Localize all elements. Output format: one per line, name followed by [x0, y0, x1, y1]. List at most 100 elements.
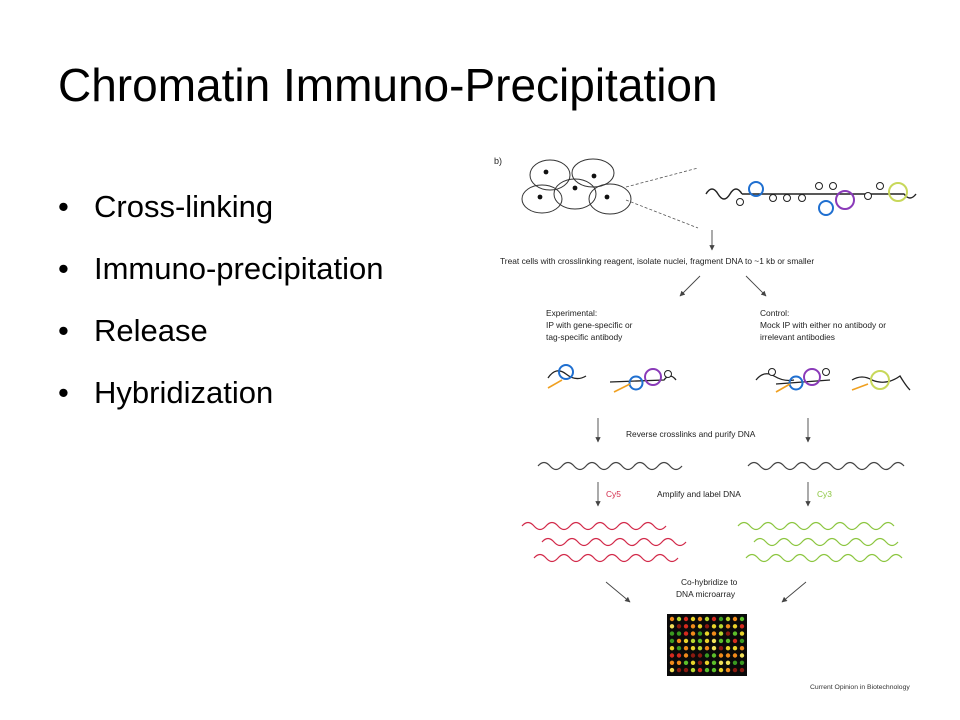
flow-arrow [781, 581, 807, 603]
array-spot [725, 631, 731, 636]
bullet-item: •Cross-linking [58, 176, 383, 238]
array-spot [704, 660, 710, 665]
array-spot [669, 653, 675, 658]
dna-fragment [755, 373, 795, 382]
array-spot [718, 646, 724, 651]
array-spot [739, 653, 745, 658]
array-spot [683, 638, 689, 644]
bullet-dot: • [58, 313, 69, 348]
array-spot [683, 660, 689, 665]
array-spot [697, 616, 703, 622]
green-dna-strand [737, 521, 895, 531]
bullet-dot: • [58, 375, 69, 410]
step-reverse-crosslinks: Reverse crosslinks and purify DNA [626, 429, 756, 439]
array-spot [732, 667, 738, 673]
array-spot [732, 631, 738, 636]
bullet-dot: • [58, 251, 69, 286]
array-spot [704, 653, 710, 658]
nucleosome [864, 192, 872, 200]
bullet-text: Hybridization [94, 375, 274, 410]
array-spot [711, 616, 717, 622]
cell [529, 159, 571, 191]
nucleosome [829, 182, 837, 190]
nucleus [572, 185, 578, 191]
array-spot [697, 653, 703, 658]
blue-protein [748, 181, 764, 197]
array-spot [732, 653, 738, 658]
step-amplify-label: Amplify and label DNA [657, 489, 741, 499]
array-spot [704, 646, 710, 651]
microarray-background [667, 614, 747, 676]
array-spot [669, 667, 675, 673]
bullet-text: Release [94, 313, 208, 348]
array-spot [690, 624, 696, 629]
array-spot [732, 616, 738, 622]
array-spot [676, 631, 682, 636]
array-spot [697, 667, 703, 673]
nucleosome [798, 194, 806, 202]
array-spot [683, 653, 689, 658]
flow-arrow [679, 275, 701, 297]
figure-credit: Current Opinion in Biotechnology [810, 684, 910, 691]
array-spot [704, 616, 710, 622]
green-dna-strand [745, 553, 903, 563]
cell-cluster [521, 158, 632, 215]
step-cohybridize: DNA microarray [676, 589, 736, 599]
array-spot [725, 616, 731, 622]
array-spot [732, 646, 738, 651]
antibody [613, 383, 631, 393]
yellow-protein [888, 182, 908, 202]
array-spot [683, 667, 689, 673]
antibody [851, 383, 869, 391]
nucleosome [736, 198, 744, 206]
array-spot [704, 624, 710, 629]
array-spot [704, 631, 710, 636]
nucleosome [815, 182, 823, 190]
bullet-text: Immuno-precipitation [94, 251, 384, 286]
array-spot [697, 624, 703, 629]
array-spot [690, 616, 696, 622]
dna-strand [705, 188, 917, 200]
bullet-dot: • [58, 189, 69, 224]
nucleosome [768, 368, 776, 376]
array-spot [683, 616, 689, 622]
array-spot [676, 667, 682, 673]
array-spot [669, 616, 675, 622]
control-desc: Mock IP with either no antibody or [760, 320, 886, 330]
nucleosome [822, 368, 830, 376]
array-spot [697, 631, 703, 636]
array-spot [711, 624, 717, 629]
dna-fragment [851, 375, 911, 391]
yellow-protein [870, 370, 890, 390]
nucleus [591, 173, 597, 179]
array-spot [669, 631, 675, 636]
bullet-item: • Hybridization [58, 362, 383, 424]
array-spot [690, 646, 696, 651]
array-spot [690, 653, 696, 658]
nucleosome [876, 182, 884, 190]
array-spot [676, 660, 682, 665]
bullet-item: • Immuno-precipitation [58, 238, 383, 300]
chromatin-strand [705, 181, 917, 216]
panel-label: b) [494, 156, 502, 166]
experimental-desc: IP with gene-specific or [546, 320, 633, 330]
step-cohybridize: Co-hybridize to [681, 577, 738, 587]
array-spot [697, 638, 703, 644]
array-spot [718, 653, 724, 658]
array-spot [711, 638, 717, 644]
cell-nuclei [537, 169, 610, 200]
nucleosome [783, 194, 791, 202]
array-spot [690, 660, 696, 665]
array-spot [725, 653, 731, 658]
array-spot [711, 660, 717, 665]
array-spot [676, 638, 682, 644]
cy3-labeled-dna [737, 521, 903, 563]
array-spot [683, 624, 689, 629]
array-spot [676, 624, 682, 629]
cy5-label: Cy5 [606, 489, 621, 499]
array-spot [711, 631, 717, 636]
red-dna-strand [541, 537, 687, 547]
red-dna-strand [533, 553, 679, 563]
purified-dna-control [747, 461, 905, 471]
nucleus [543, 169, 549, 175]
